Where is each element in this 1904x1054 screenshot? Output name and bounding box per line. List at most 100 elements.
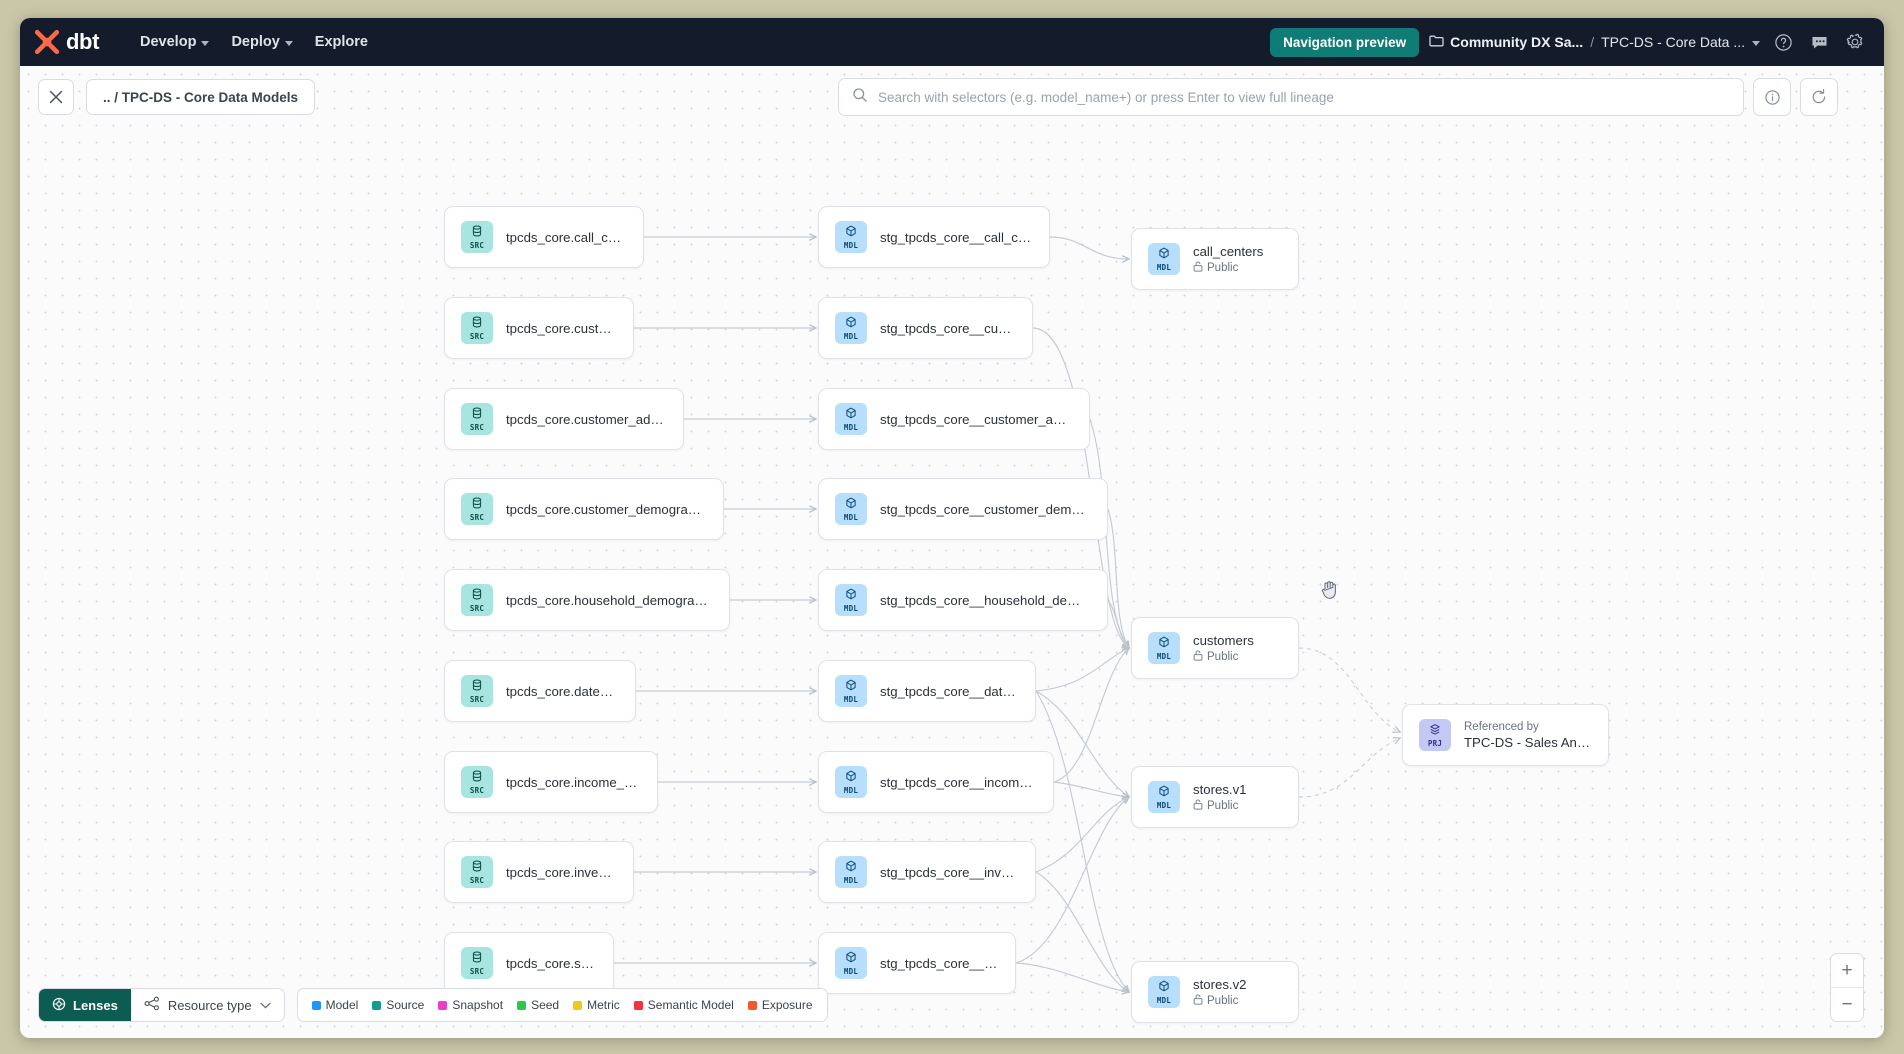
- mdl-badge-icon: MDL: [835, 584, 867, 616]
- lineage-node-source[interactable]: SRC tpcds_core.household_demographics: [444, 569, 730, 631]
- nav-item-deploy[interactable]: Deploy: [220, 28, 303, 56]
- src-badge-icon: SRC: [461, 221, 493, 253]
- cube-icon: [1158, 980, 1170, 996]
- navigation-preview-button[interactable]: Navigation preview: [1270, 27, 1420, 57]
- lineage-node-model-public[interactable]: MDL stores.v1 Public: [1131, 766, 1299, 828]
- nav-item-develop[interactable]: Develop: [129, 28, 220, 56]
- lineage-node-model-public[interactable]: MDL customers Public: [1131, 617, 1299, 679]
- node-title: stg_tpcds_core__customer_address: [880, 411, 1073, 427]
- node-title: tpcds_core.customer_demographics: [506, 501, 707, 517]
- lineage-node-source[interactable]: SRC tpcds_core.call_center: [444, 206, 644, 268]
- lineage-node-model[interactable]: MDL stg_tpcds_core__store: [818, 932, 1016, 994]
- mdl-badge-label: MDL: [843, 512, 859, 522]
- mdl-badge-icon: MDL: [835, 675, 867, 707]
- lineage-node-source[interactable]: SRC tpcds_core.date_dim: [444, 660, 636, 722]
- lenses-button[interactable]: Lenses: [39, 989, 131, 1021]
- mdl-badge-label: MDL: [1156, 800, 1172, 810]
- mdl-badge-label: MDL: [843, 785, 859, 795]
- search-box[interactable]: [838, 78, 1744, 116]
- legend-label: Metric: [587, 998, 620, 1012]
- database-icon: [471, 316, 483, 332]
- lineage-node-model[interactable]: MDL stg_tpcds_core__customer_demogra...: [818, 478, 1108, 540]
- database-icon: [471, 679, 483, 695]
- lineage-node-source[interactable]: SRC tpcds_core.income_band: [444, 751, 658, 813]
- legend-item-model: Model: [311, 998, 358, 1012]
- close-button[interactable]: [38, 79, 74, 115]
- lineage-node-model[interactable]: MDL stg_tpcds_core__household_demogr...: [818, 569, 1108, 631]
- node-text: stg_tpcds_core__household_demogr...: [880, 593, 1091, 608]
- lineage-node-model[interactable]: MDL stg_tpcds_core__customer_address: [818, 388, 1090, 450]
- src-badge-label: SRC: [469, 512, 485, 522]
- lock-open-icon: [1193, 994, 1203, 1008]
- lineage-node-model[interactable]: MDL stg_tpcds_core__customer: [818, 297, 1033, 359]
- node-title: tpcds_core.date_dim: [506, 683, 619, 699]
- src-badge-label: SRC: [469, 875, 485, 885]
- lineage-node-model[interactable]: MDL stg_tpcds_core__call_center: [818, 206, 1050, 268]
- mdl-badge-label: MDL: [843, 966, 859, 976]
- mdl-badge-label: MDL: [843, 603, 859, 613]
- node-text: tpcds_core.household_demographics: [506, 593, 713, 608]
- lineage-node-model[interactable]: MDL stg_tpcds_core__date_dim: [818, 660, 1036, 722]
- node-title: stg_tpcds_core__customer: [880, 320, 1016, 336]
- mdl-badge-label: MDL: [843, 240, 859, 250]
- gear-icon[interactable]: [1842, 29, 1868, 55]
- lineage-node-model-public[interactable]: MDL call_centers Public: [1131, 228, 1299, 290]
- feedback-icon[interactable]: [1806, 29, 1832, 55]
- node-title: customers: [1193, 632, 1254, 648]
- node-text: stg_tpcds_core__date_dim: [880, 684, 1019, 699]
- cube-icon: [845, 588, 857, 604]
- search-info-button[interactable]: [1753, 78, 1791, 116]
- search-input[interactable]: [878, 89, 1730, 105]
- top-navigation-bar: dbt Develop Deploy Explore Navigation pr…: [20, 18, 1884, 66]
- resource-type-dropdown[interactable]: Resource type: [130, 989, 284, 1021]
- node-access-badge: Public: [1193, 650, 1254, 664]
- legend-swatch: [517, 1000, 527, 1010]
- lineage-node-project[interactable]: PRJ Referenced by TPC-DS - Sales Analyti…: [1402, 704, 1609, 766]
- lineage-node-source[interactable]: SRC tpcds_core.store: [444, 932, 614, 994]
- mdl-badge-label: MDL: [1156, 995, 1172, 1005]
- mdl-badge-icon: MDL: [835, 766, 867, 798]
- node-title: stores.v2: [1193, 976, 1247, 992]
- top-nav-right-group: Navigation preview Community DX Sa... / …: [1270, 27, 1868, 57]
- lineage-node-model[interactable]: MDL stg_tpcds_core__income_band: [818, 751, 1054, 813]
- zoom-out-button[interactable]: −: [1841, 993, 1853, 1015]
- node-title: tpcds_core.customer: [506, 320, 617, 336]
- src-badge-label: SRC: [469, 785, 485, 795]
- node-access-label: Public: [1207, 261, 1239, 274]
- database-icon: [471, 225, 483, 241]
- node-title: tpcds_core.store: [506, 955, 597, 971]
- lineage-graph-canvas[interactable]: SRC tpcds_core.call_center SRC tpcds_cor…: [20, 66, 1884, 1038]
- folder-icon: [1429, 34, 1444, 51]
- node-access-badge: Public: [1193, 994, 1247, 1008]
- lineage-node-source[interactable]: SRC tpcds_core.customer_address: [444, 388, 684, 450]
- node-text: tpcds_core.call_center: [506, 230, 627, 245]
- zoom-in-button[interactable]: +: [1841, 959, 1853, 981]
- nav-item-explore[interactable]: Explore: [304, 28, 379, 56]
- lineage-node-source[interactable]: SRC tpcds_core.customer_demographics: [444, 478, 724, 540]
- node-text: tpcds_core.customer_address: [506, 412, 667, 427]
- grab-cursor-icon: [1320, 578, 1340, 605]
- search-area: [838, 78, 1838, 116]
- mdl-badge-label: MDL: [843, 331, 859, 341]
- node-access-label: Public: [1207, 799, 1239, 812]
- lineage-node-source[interactable]: SRC tpcds_core.customer: [444, 297, 634, 359]
- database-icon: [471, 770, 483, 786]
- node-text: stg_tpcds_core__inventory: [880, 865, 1019, 880]
- legend-swatch: [311, 1000, 321, 1010]
- src-badge-icon: SRC: [461, 947, 493, 979]
- help-circle-icon[interactable]: [1770, 29, 1796, 55]
- mdl-badge-icon: MDL: [1148, 243, 1180, 275]
- nav-item-explore-label: Explore: [314, 34, 368, 50]
- dbt-logo[interactable]: dbt: [34, 29, 99, 55]
- lineage-node-model[interactable]: MDL stg_tpcds_core__inventory: [818, 841, 1036, 903]
- breadcrumb-environment[interactable]: TPC-DS - Core Data ...: [1601, 34, 1760, 50]
- lineage-breadcrumb[interactable]: .. / TPC-DS - Core Data Models: [86, 79, 316, 115]
- lineage-node-source[interactable]: SRC tpcds_core.inventory: [444, 841, 634, 903]
- node-text: stg_tpcds_core__customer: [880, 321, 1016, 336]
- lineage-node-model-public[interactable]: MDL stores.v2 Public: [1131, 961, 1299, 1023]
- project-stack-icon: [1429, 723, 1441, 739]
- refresh-button[interactable]: [1800, 78, 1838, 116]
- cube-icon: [845, 497, 857, 513]
- database-icon: [471, 860, 483, 876]
- breadcrumb-project[interactable]: Community DX Sa...: [1429, 34, 1583, 51]
